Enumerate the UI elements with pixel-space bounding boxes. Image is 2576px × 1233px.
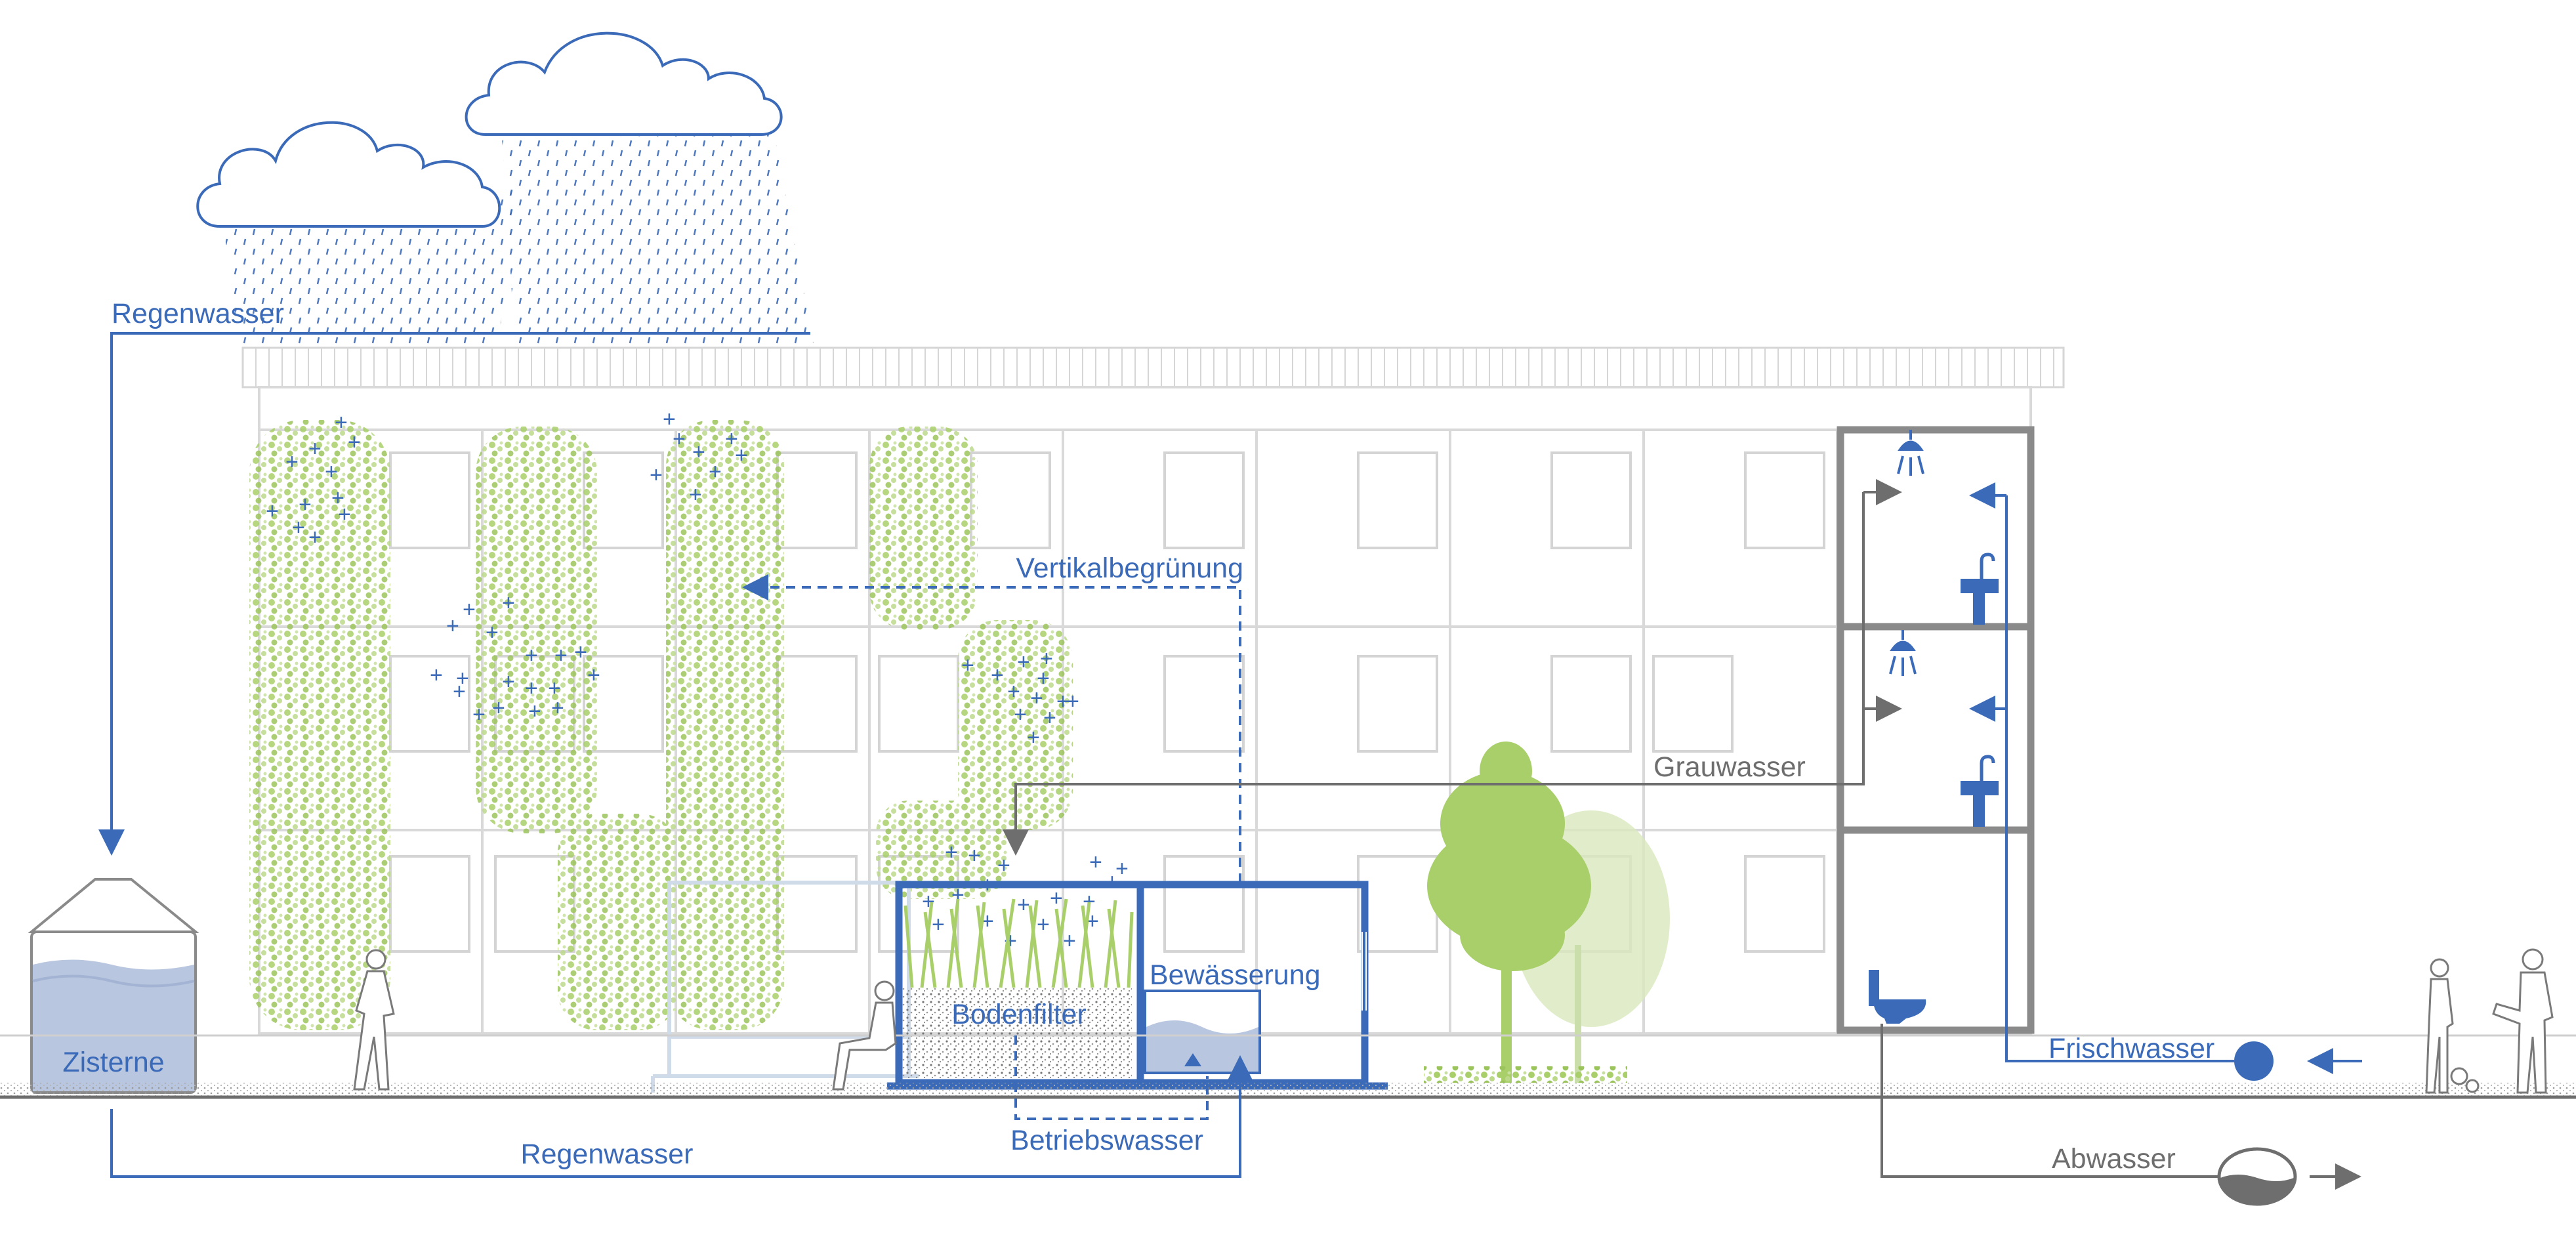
svg-text:+: + (348, 430, 361, 455)
svg-text:+: + (1017, 892, 1030, 917)
ground (0, 1034, 2576, 1099)
svg-text:+: + (1066, 689, 1079, 714)
plus-markers: +++ +++ +++ ++ +++ +++ ++ +++ +++ +++ ++… (266, 407, 1129, 953)
svg-text:+: + (1017, 650, 1030, 675)
svg-text:+: + (1037, 912, 1050, 937)
flow-regenwasser (98, 332, 1253, 1178)
svg-text:+: + (650, 463, 663, 488)
svg-text:+: + (1050, 886, 1063, 911)
svg-text:+: + (502, 669, 515, 694)
svg-text:+: + (922, 889, 935, 914)
svg-text:+: + (574, 640, 587, 665)
svg-text:+: + (991, 663, 1004, 688)
svg-text:+: + (692, 440, 705, 465)
svg-text:+: + (308, 436, 322, 461)
svg-text:+: + (486, 620, 499, 645)
sink-icon (1961, 553, 1999, 625)
svg-text:+: + (453, 679, 466, 704)
svg-text:+: + (709, 459, 722, 484)
bathroom-stack (1837, 426, 2035, 1034)
svg-text:+: + (735, 443, 748, 468)
svg-text:+: + (463, 597, 476, 622)
svg-text:+: + (673, 427, 686, 451)
vertical-greening (249, 420, 1073, 1030)
label-abwasser: Abwasser (2052, 1143, 2176, 1175)
svg-text:+: + (587, 663, 600, 688)
svg-text:+: + (299, 492, 312, 517)
flow-abwasser (1880, 1024, 2361, 1190)
person-icon (832, 980, 897, 1091)
pump-icon (2234, 1041, 2274, 1081)
svg-text:+: + (472, 702, 486, 727)
svg-text:+: + (1040, 646, 1053, 671)
svg-text:+: + (1043, 705, 1056, 730)
label-bodenfilter: Bodenfilter (951, 999, 1087, 1030)
svg-text:+: + (308, 525, 322, 550)
label-grauwasser: Grauwasser (1653, 751, 1806, 783)
svg-text:+: + (492, 696, 505, 721)
svg-text:+: + (1014, 702, 1027, 727)
shower-icon (1889, 630, 1917, 676)
flow-grauwasser (1003, 479, 1902, 856)
sewage-tank-icon (2217, 1147, 2297, 1206)
svg-text:+: + (325, 459, 338, 484)
svg-text:+: + (446, 614, 459, 638)
shower-icon (1897, 430, 1924, 476)
svg-text:+: + (663, 407, 676, 432)
svg-text:+: + (1037, 666, 1050, 691)
svg-text:+: + (1089, 850, 1102, 875)
svg-text:+: + (551, 696, 564, 721)
svg-text:+: + (997, 853, 1010, 878)
svg-text:+: + (725, 427, 738, 451)
svg-text:+: + (502, 591, 515, 616)
svg-text:+: + (292, 515, 305, 540)
svg-text:+: + (932, 912, 945, 937)
svg-text:+: + (266, 499, 279, 524)
cloud-icon (465, 31, 783, 136)
cloud-icon (196, 121, 501, 228)
svg-text:+: + (1007, 679, 1020, 704)
label-regenwasser-bottom: Regenwasser (521, 1139, 694, 1170)
label-zisterne: Zisterne (62, 1047, 164, 1078)
svg-text:+: + (335, 410, 348, 435)
svg-text:+: + (1056, 689, 1070, 714)
label-frischwasser: Frischwasser (2048, 1033, 2214, 1064)
svg-text:+: + (689, 482, 702, 507)
svg-text:+: + (1083, 889, 1096, 914)
svg-text:+: + (961, 653, 974, 678)
person-icon (2492, 948, 2554, 1094)
toilet-icon (1869, 970, 1926, 1024)
svg-text:+: + (968, 843, 981, 868)
roof (241, 346, 2065, 388)
svg-text:+: + (456, 666, 469, 691)
label-vertikalbegruenung: Vertikalbegrünung (1016, 553, 1243, 584)
person-icon (2425, 958, 2480, 1094)
flow-frischwasser (1969, 482, 2362, 1074)
cistern-tank (28, 878, 199, 1094)
label-bewaesserung: Bewässerung (1150, 959, 1321, 991)
sink-icon (1961, 755, 1999, 827)
rain-icon (223, 135, 814, 345)
person-icon (353, 949, 395, 1091)
svg-text:+: + (338, 502, 351, 527)
svg-text:+: + (1027, 725, 1040, 750)
svg-text:+: + (548, 676, 561, 701)
svg-text:+: + (525, 643, 538, 668)
svg-text:+: + (331, 486, 344, 511)
svg-text:+: + (285, 449, 299, 474)
label-betriebswasser: Betriebswasser (1010, 1125, 1203, 1156)
label-regenwasser-top: Regenwasser (112, 298, 284, 329)
svg-text:+: + (554, 643, 568, 668)
svg-text:+: + (951, 883, 965, 908)
tree-icon (1424, 742, 1670, 1083)
svg-text:+: + (945, 840, 958, 865)
svg-text:+: + (1115, 856, 1129, 881)
svg-text:+: + (525, 676, 538, 701)
svg-text:+: + (1030, 686, 1043, 711)
svg-text:+: + (528, 699, 541, 724)
svg-text:+: + (430, 663, 443, 688)
svg-text:+: + (1063, 929, 1076, 953)
